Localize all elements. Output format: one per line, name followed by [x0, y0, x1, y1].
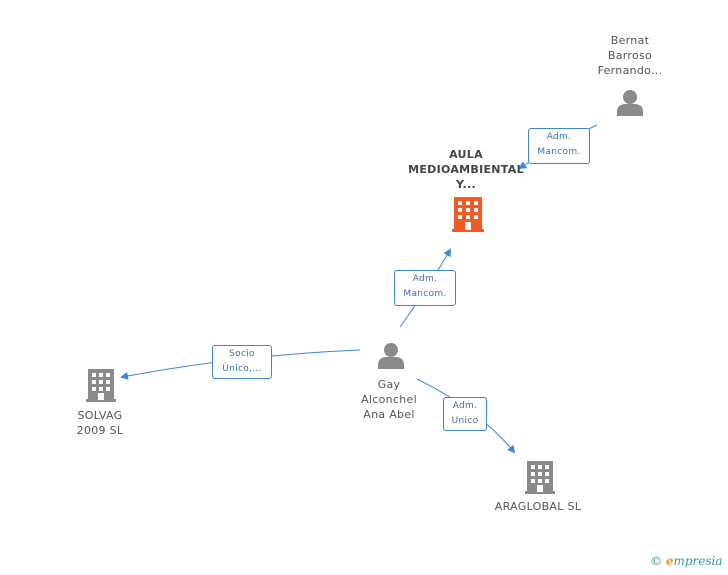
company-icon[interactable]: [525, 461, 555, 494]
copyright-symbol: ©: [650, 554, 662, 568]
person-icon[interactable]: [378, 343, 404, 369]
node-label-solvag[interactable]: SOLVAG 2009 SL: [76, 409, 124, 437]
node-label-gay[interactable]: Gay Alconchel Ana Abel: [361, 378, 417, 421]
edge-label-gay-araglobal: Adm. Unico: [443, 397, 487, 431]
edge-label-gay-solvag: Socio Único,...: [212, 345, 272, 379]
edge-label-bernat-aula: Adm. Mancom.: [528, 128, 590, 164]
company-icon[interactable]: [86, 369, 116, 402]
person-icon[interactable]: [617, 90, 643, 116]
empresia-logo-text: mpresia: [673, 554, 723, 568]
node-label-bernat[interactable]: Bernat Barroso Fernando...: [597, 34, 663, 77]
company-icon-focus[interactable]: [452, 197, 484, 232]
node-label-araglobal[interactable]: ARAGLOBAL SL: [494, 500, 582, 513]
edge-label-gay-aula: Adm. Mancom.: [394, 270, 456, 306]
empresia-watermark: © empresia: [650, 554, 723, 568]
empresia-logo-initial: e: [665, 554, 674, 568]
node-label-aula[interactable]: AULA MEDIOAMBIENTAL Y...: [408, 148, 524, 191]
